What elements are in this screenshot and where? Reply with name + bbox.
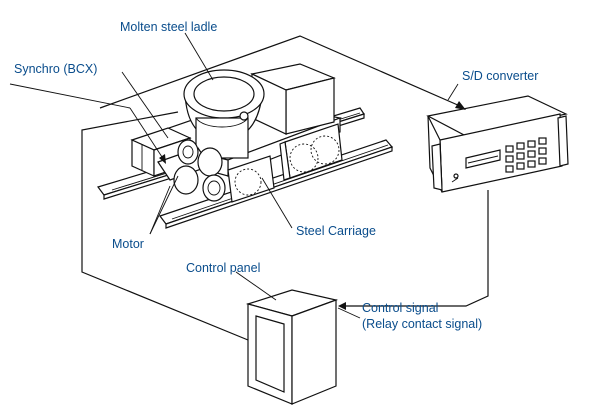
label-steel-carriage: Steel Carriage <box>296 224 376 238</box>
motor <box>157 139 226 202</box>
sd-converter <box>426 95 569 193</box>
label-molten-steel-ladle: Molten steel ladle <box>120 20 217 34</box>
connection-lines <box>81 35 489 341</box>
label-relay-contact-signal: (Relay contact signal) <box>362 317 482 331</box>
sd-converter-keypad <box>505 137 547 173</box>
label-motor: Motor <box>112 237 144 251</box>
label-synchro: Synchro (BCX) <box>14 62 97 76</box>
label-control-panel: Control panel <box>186 261 260 275</box>
label-control-signal: Control signal <box>362 301 438 315</box>
molten-steel-ladle <box>183 69 265 159</box>
leader-lines <box>9 32 459 319</box>
label-sd-converter: S/D converter <box>462 69 538 83</box>
control-panel <box>245 289 339 405</box>
